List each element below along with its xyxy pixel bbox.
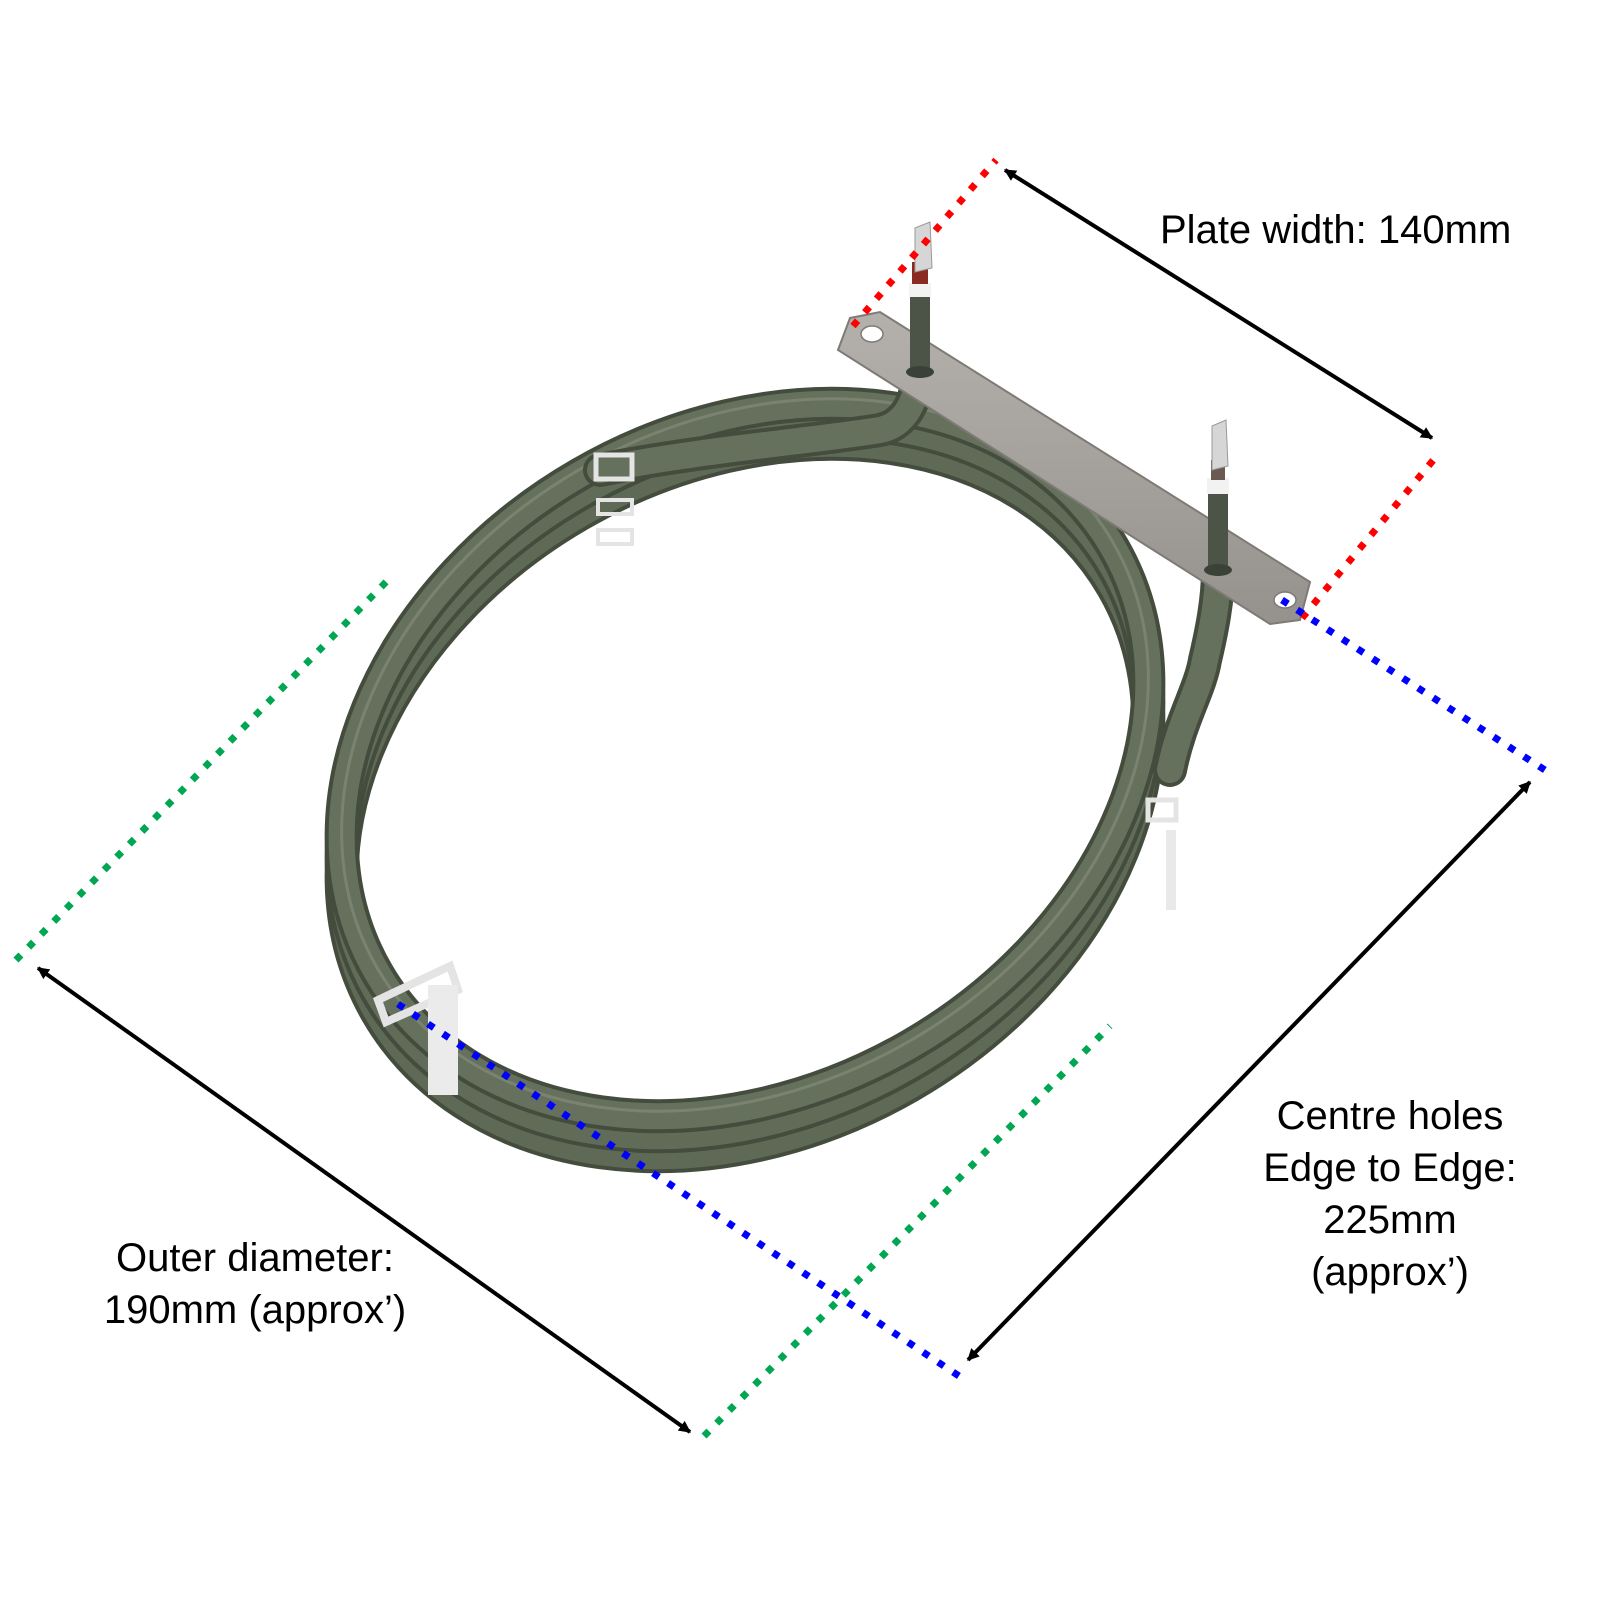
plate-width-arrow [1003,168,1434,440]
centre-holes-label: Centre holes Edge to Edge: 225mm (approx… [1250,1090,1530,1298]
terminal-right [1204,419,1232,576]
mounting-plate [836,310,1312,626]
heating-coil [324,353,1235,1174]
centre-holes-line-3: 225mm [1323,1198,1457,1242]
coil-clip-right [1145,797,1179,910]
plate-hole-left [860,325,884,343]
outer-diameter-label: Outer diameter: 190mm (approx’) [70,1232,440,1336]
outer-diameter-line-1: Outer diameter: [116,1236,394,1280]
outer-diameter-arrow [36,966,692,1434]
centre-holes-line-4: (approx’) [1311,1250,1469,1294]
guides-green [13,577,1113,1439]
centre-holes-line-2: Edge to Edge: [1263,1146,1517,1190]
terminal-left [906,221,934,378]
centre-holes-arrow [966,780,1532,1362]
outer-diameter-line-2: 190mm (approx’) [103,1288,407,1332]
centre-holes-line-1: Centre holes [1276,1094,1504,1138]
plate-width-label: Plate width: 140mm [1160,204,1511,256]
plate-width-text: Plate width: 140mm [1160,208,1512,252]
guides-red [850,157,1443,621]
coil-clip-top [593,452,635,546]
